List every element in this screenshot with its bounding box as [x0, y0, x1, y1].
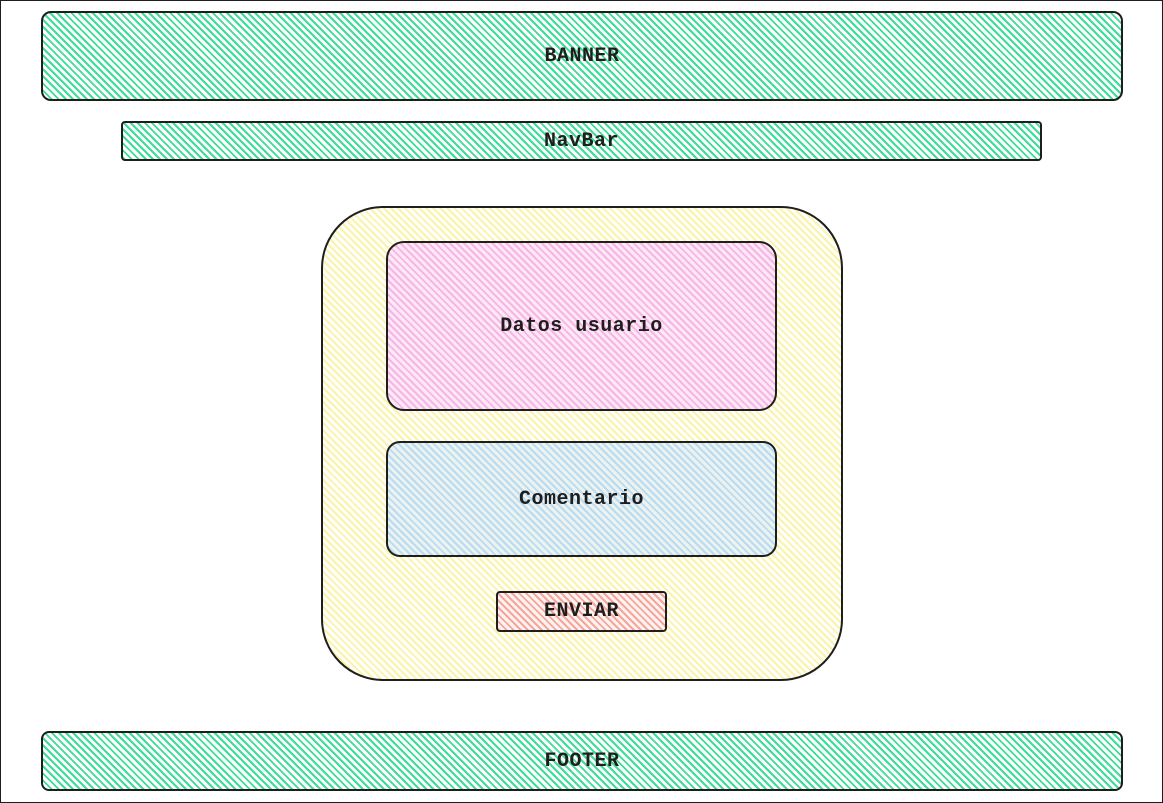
user-data-label: Datos usuario: [500, 314, 663, 338]
comment-label: Comentario: [518, 487, 645, 511]
banner-label: BANNER: [544, 44, 620, 68]
user-data-section[interactable]: Datos usuario: [386, 241, 777, 411]
submit-button[interactable]: ENVIAR: [496, 591, 667, 632]
footer: FOOTER: [41, 731, 1123, 791]
submit-button-label: ENVIAR: [543, 600, 619, 623]
footer-label: FOOTER: [544, 749, 620, 773]
navbar-label: NavBar: [543, 129, 619, 153]
comment-section[interactable]: Comentario: [386, 441, 777, 557]
navbar[interactable]: NavBar: [121, 121, 1042, 161]
banner: BANNER: [41, 11, 1123, 101]
